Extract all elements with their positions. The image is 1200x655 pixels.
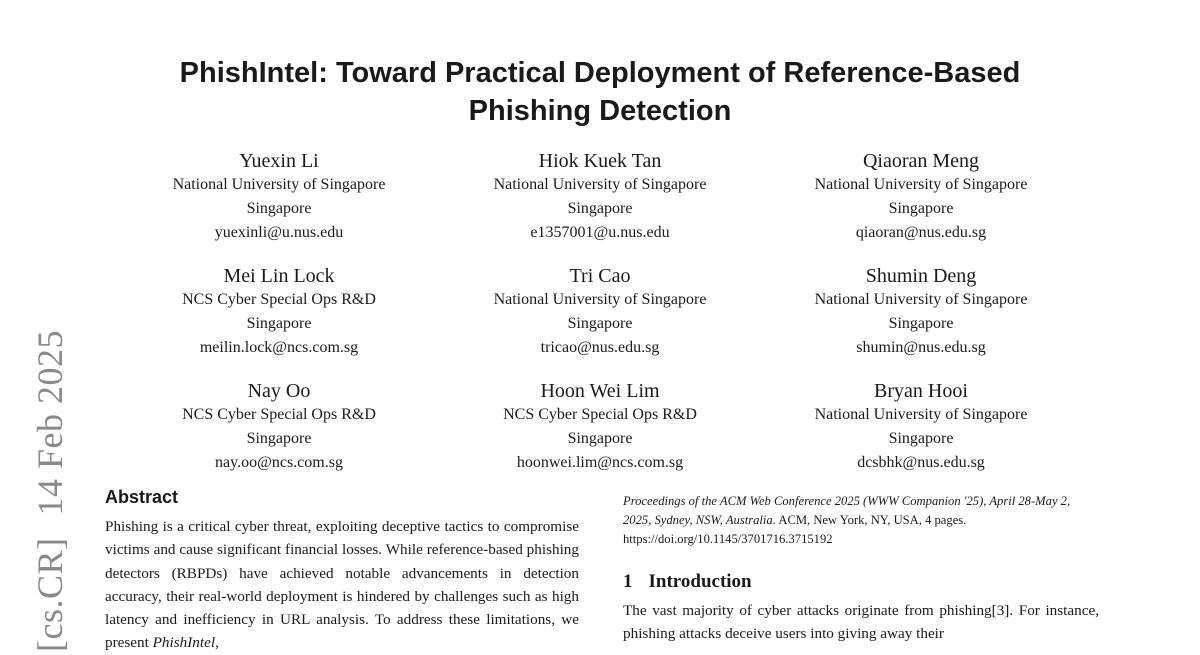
author-country: Singapore xyxy=(246,200,312,217)
reference-publisher: ACM, New York, NY, USA, 4 pages. xyxy=(775,513,967,527)
author-affiliation: NCS Cyber Special Ops R&D xyxy=(503,406,697,423)
author-name: Tri Cao xyxy=(569,265,631,287)
author-country: Singapore xyxy=(888,430,954,447)
abstract-emphasis: PhishIntel xyxy=(152,634,216,652)
author-name: Shumin Deng xyxy=(865,265,977,287)
author-affiliation: National University of Singapore xyxy=(493,291,707,308)
abstract-text: Phishing is a critical cyber threat, exp… xyxy=(105,515,579,655)
author-country: Singapore xyxy=(567,315,633,332)
section-number: 1 xyxy=(623,571,633,592)
author-country: Singapore xyxy=(246,430,312,447)
author-affiliation: National University of Singapore xyxy=(814,406,1028,423)
abstract-text-part: Phishing is a critical cyber threat, exp… xyxy=(105,518,579,652)
title-line-1: PhishIntel: Toward Practical Deployment … xyxy=(179,57,1021,89)
abstract-text-end: , xyxy=(215,634,219,652)
reference-doi[interactable]: https://doi.org/10.1145/3701716.3715192 xyxy=(623,532,833,546)
paper-title: PhishIntel: Toward Practical Deployment … xyxy=(0,54,1200,130)
author-name: Hiok Kuek Tan xyxy=(538,150,662,172)
author-affiliation: National University of Singapore xyxy=(814,291,1028,308)
arxiv-date: 14 Feb 2025 xyxy=(30,330,70,516)
section-title: Introduction xyxy=(648,571,752,592)
author-affiliation: National University of Singapore xyxy=(172,176,386,193)
author-name: Yuexin Li xyxy=(239,150,319,172)
author-email[interactable]: dcsbhk@nus.edu.sg xyxy=(857,454,985,471)
author-card: Nay Oo NCS Cyber Special Ops R&D Singapore… xyxy=(119,379,439,475)
author-name: Nay Oo xyxy=(247,380,311,402)
author-name: Qiaoran Meng xyxy=(862,150,980,172)
author-name: Bryan Hooi xyxy=(874,380,968,402)
author-name: Hoon Wei Lim xyxy=(540,380,660,402)
reference-venue: Proceedings of the ACM Web Conference 20… xyxy=(623,494,1071,527)
author-affiliation: National University of Singapore xyxy=(814,176,1028,193)
author-email[interactable]: yuexinli@u.nus.edu xyxy=(214,224,344,241)
author-country: Singapore xyxy=(567,430,633,447)
title-line-2: Phishing Detection xyxy=(468,95,732,127)
author-affiliation: National University of Singapore xyxy=(493,176,707,193)
introduction-heading: 1 Introduction xyxy=(623,571,752,593)
author-email[interactable]: tricao@nus.edu.sg xyxy=(540,339,660,356)
author-email[interactable]: meilin.lock@ncs.com.sg xyxy=(199,339,359,356)
author-country: Singapore xyxy=(246,315,312,332)
author-affiliation: NCS Cyber Special Ops R&D xyxy=(182,291,376,308)
author-card: Yuexin Li National University of Singapor… xyxy=(119,149,439,245)
author-country: Singapore xyxy=(888,200,954,217)
acm-reference: Proceedings of the ACM Web Conference 20… xyxy=(623,492,1099,549)
author-email[interactable]: e1357001@u.nus.edu xyxy=(530,224,670,241)
author-email[interactable]: hoonwei.lim@ncs.com.sg xyxy=(516,454,684,471)
author-country: Singapore xyxy=(888,315,954,332)
author-affiliation: NCS Cyber Special Ops R&D xyxy=(182,406,376,423)
abstract-heading: Abstract xyxy=(105,487,179,507)
introduction-text: The vast majority of cyber attacks origi… xyxy=(623,602,1099,643)
author-name: Mei Lin Lock xyxy=(223,265,335,287)
author-email[interactable]: shumin@nus.edu.sg xyxy=(856,339,986,356)
author-country: Singapore xyxy=(567,200,633,217)
arxiv-category: [cs.CR] xyxy=(30,537,70,653)
author-email[interactable]: nay.oo@ncs.com.sg xyxy=(215,454,343,471)
arxiv-stamp: [cs.CR] 14 Feb 2025 xyxy=(29,308,71,652)
author-email[interactable]: qiaoran@nus.edu.sg xyxy=(855,224,987,241)
